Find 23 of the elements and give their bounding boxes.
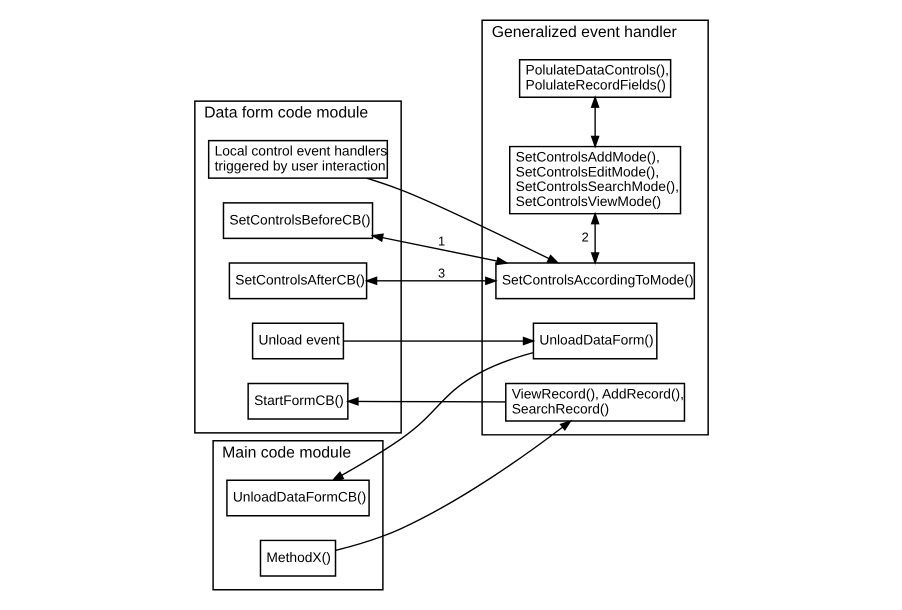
arrow: [590, 212, 600, 265]
node-box: SetControlsAccordingToMode(): [494, 262, 695, 300]
node-box: SetControlsAfterCB(): [228, 262, 367, 300]
node-box: UnloadDataForm(): [532, 322, 658, 360]
arrow: [590, 95, 600, 148]
arrow: [335, 420, 572, 551]
edge-label: 1: [438, 234, 445, 249]
arrow: [345, 397, 506, 406]
node-box: SetControlsAddMode(), SetControlsEditMode(), SetControlsSearchMode(), SetControlsViewMode(): [508, 146, 681, 214]
node-box: MethodX(): [259, 540, 336, 577]
node-box: StartFormCB(): [246, 382, 348, 420]
node-box: PolulateDataControls(), PolulateRecordFields(): [518, 58, 671, 98]
arrow: [364, 276, 498, 286]
arrow: [330, 352, 534, 482]
arrow: [366, 178, 560, 264]
node-box: Unload event: [251, 322, 344, 360]
arrow: [343, 336, 535, 346]
node-box: UnloadDataFormCB(): [226, 479, 370, 516]
arrow: [370, 233, 508, 266]
edge-label: 3: [438, 265, 445, 280]
edge-label: 2: [581, 230, 588, 245]
node-box: SetControlsBeforeCB(): [222, 202, 373, 240]
node-box: ViewRecord(), AddRecord(), SearchRecord(): [504, 382, 685, 422]
